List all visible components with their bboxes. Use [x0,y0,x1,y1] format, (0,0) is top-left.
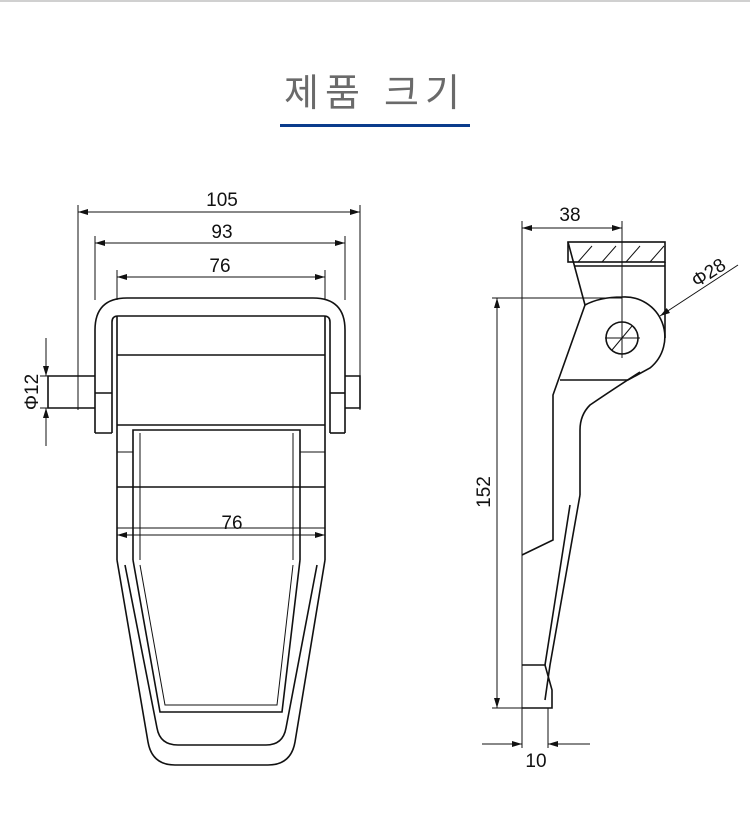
latch-plate [132,429,301,560]
body-sides [116,316,326,560]
bail-outer [94,297,346,433]
dimension-76-top: 76 [117,256,325,280]
arm-back [521,304,586,556]
dimension-105: 105 [78,190,360,215]
dim-label-38: 38 [559,205,580,226]
dimension-93: 93 [95,222,345,246]
title-underline [280,124,470,127]
dim-label-152: 152 [474,476,495,508]
dim-label-10: 10 [525,751,546,772]
dimension-38: 38 [522,205,622,231]
pin-left [47,375,95,409]
dimension-152: 152 [474,298,500,708]
page-title: 제품 크기 [284,71,466,115]
dimension-10: 10 [482,741,590,772]
pin-right [345,375,361,409]
dim-label-76-top: 76 [209,256,230,277]
dim-label-phi12: Φ12 [22,374,43,410]
dimension-phi12: Φ12 [22,338,49,446]
top-divider [0,0,750,2]
dim-label-phi28: Φ28 [688,255,730,292]
front-view: 105 93 76 Φ12 [22,190,361,766]
dim-label-93: 93 [211,222,232,243]
side-view: 38 152 10 Φ28 [474,205,739,772]
tongue-inner [132,559,301,713]
dim-label-105: 105 [206,190,238,211]
tongue-outer [116,559,326,766]
dimension-phi28: Φ28 [659,255,739,317]
bail-inner [111,315,331,433]
mount-block [567,241,666,263]
dimension-76-bottom: 76 [117,513,325,538]
dim-label-76-bottom: 76 [221,513,242,534]
